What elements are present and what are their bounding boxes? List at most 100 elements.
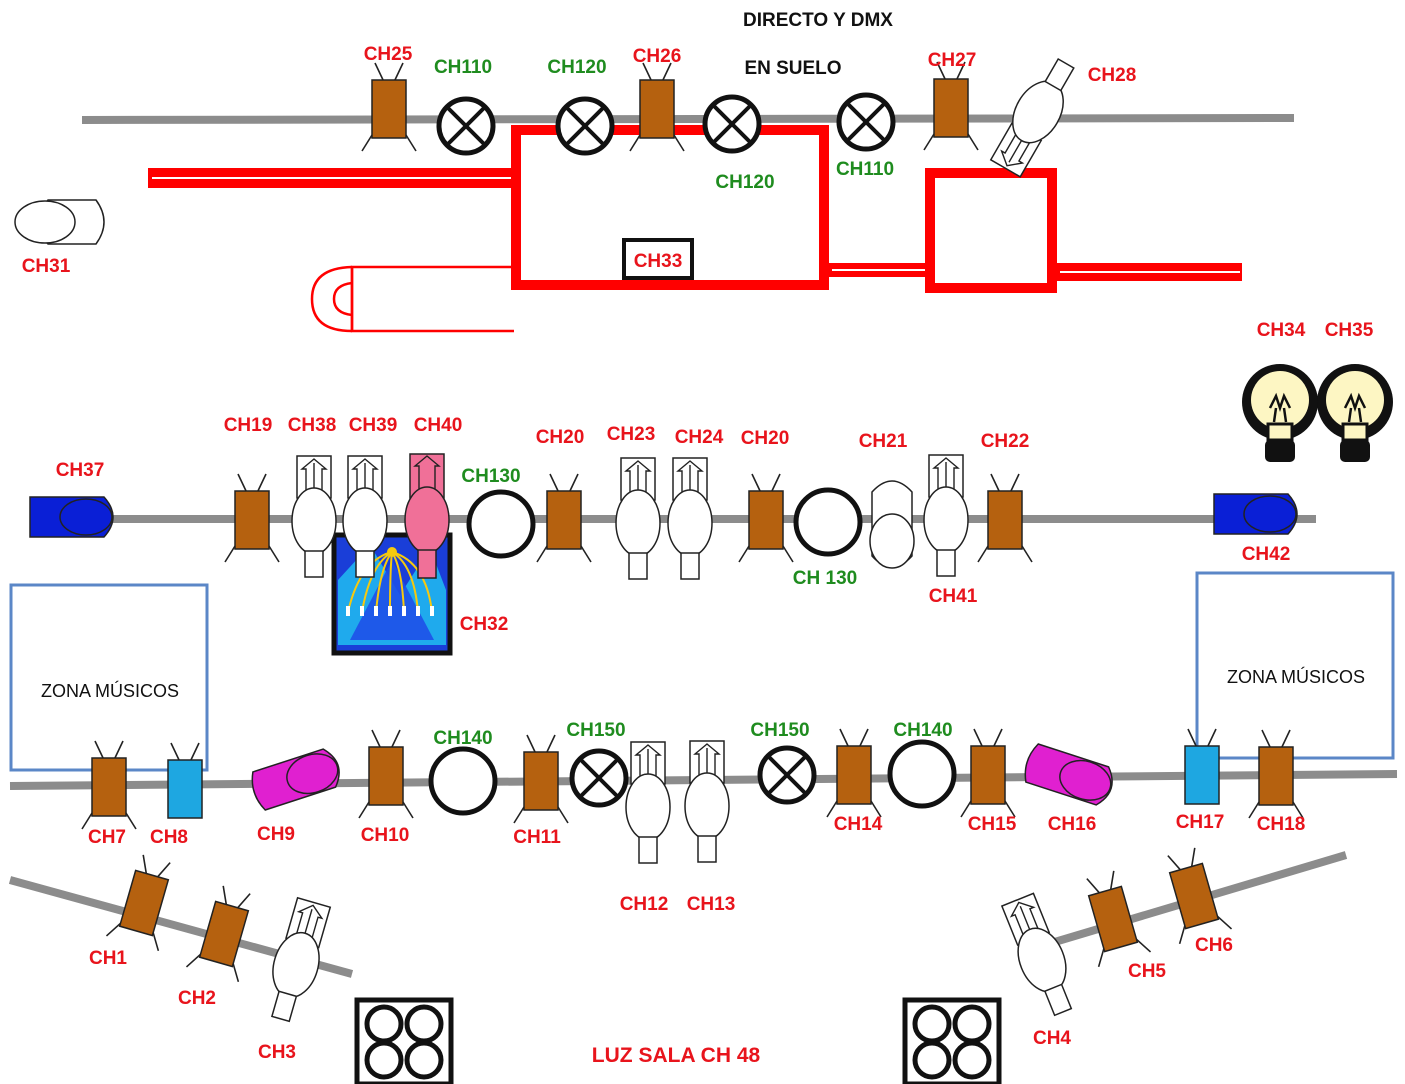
label-ch27: CH27 xyxy=(928,50,977,71)
label-ch6: CH6 xyxy=(1195,935,1233,956)
label-ch16: CH16 xyxy=(1048,814,1097,835)
par-ch25 xyxy=(361,62,417,152)
moving-head-ch40 xyxy=(404,453,450,579)
label-ch1: CH1 xyxy=(89,948,127,969)
label-ch140-left: CH140 xyxy=(433,728,492,749)
label-ch13: CH13 xyxy=(687,894,736,915)
zone-right-label: ZONA MÚSICOS xyxy=(1227,666,1365,687)
label-ch37: CH37 xyxy=(56,460,105,481)
par-ch17 xyxy=(1184,728,1220,805)
profile-ch9 xyxy=(247,745,345,813)
label-ch42: CH42 xyxy=(1242,544,1291,565)
cross-lamp-ch150-right xyxy=(760,748,814,802)
label-ch4: CH4 xyxy=(1033,1028,1071,1049)
label-ch39: CH39 xyxy=(349,415,398,436)
label-ch130-right: CH 130 xyxy=(793,568,857,589)
label-ch40: CH40 xyxy=(414,415,463,436)
label-ch110-top: CH110 xyxy=(434,57,492,78)
par-ch8 xyxy=(167,742,203,819)
label-ch12: CH12 xyxy=(620,894,669,915)
label-ch34: CH34 xyxy=(1257,320,1306,341)
moving-head-ch3 xyxy=(258,895,336,1026)
upstage-pipe xyxy=(81,114,1295,124)
label-ch19: CH19 xyxy=(224,415,273,436)
label-ch5: CH5 xyxy=(1128,961,1166,982)
label-ch3: CH3 xyxy=(258,1042,296,1063)
bulb-ch34 xyxy=(1240,362,1320,464)
floor-spot-ch31 xyxy=(14,199,105,245)
label-ch110-lower: CH110 xyxy=(836,159,894,180)
label-ch9: CH9 xyxy=(257,824,295,845)
bulb-ch35 xyxy=(1315,362,1395,464)
cross-lamp-ch150-left xyxy=(572,751,626,805)
ring-ch130-left xyxy=(466,489,536,559)
house-light-label: LUZ SALA CH 48 xyxy=(592,1044,761,1067)
moving-head-ch13 xyxy=(684,740,730,863)
par-ch27 xyxy=(923,61,979,151)
label-ch22: CH22 xyxy=(981,431,1030,452)
moving-head-ch41 xyxy=(923,454,969,577)
label-ch120-top: CH120 xyxy=(547,57,606,78)
label-ch26: CH26 xyxy=(633,46,682,67)
label-ch14: CH14 xyxy=(834,814,883,835)
fresnel-ch21 xyxy=(869,480,915,569)
profile-ch16 xyxy=(1020,741,1118,809)
cross-lamp-ch110-left xyxy=(439,99,493,153)
led-bar-ch37 xyxy=(29,496,114,538)
ring-ch140-right xyxy=(887,739,957,809)
set-box xyxy=(622,238,694,280)
zone-left xyxy=(9,583,209,772)
header-title: DIRECTO Y DMX xyxy=(743,10,893,31)
moving-head-ch12 xyxy=(625,741,671,864)
label-ch24: CH24 xyxy=(675,427,724,448)
label-ch120-lower: CH120 xyxy=(715,172,774,193)
moving-head-ch24 xyxy=(667,457,713,580)
label-ch32: CH32 xyxy=(460,614,509,635)
label-ch8: CH8 xyxy=(150,827,188,848)
label-ch140-right: CH140 xyxy=(893,720,952,741)
label-ch11: CH11 xyxy=(513,827,561,848)
house-light-right xyxy=(905,1000,999,1084)
moving-head-ch4 xyxy=(996,890,1085,1021)
ring-ch140-left xyxy=(428,746,498,816)
moving-head-ch23 xyxy=(615,457,661,580)
label-ch20-left: CH20 xyxy=(536,427,585,448)
label-ch10: CH10 xyxy=(361,825,410,846)
label-ch21: CH21 xyxy=(859,431,908,452)
label-ch35: CH35 xyxy=(1325,320,1374,341)
label-ch2: CH2 xyxy=(178,988,216,1009)
par-ch10 xyxy=(358,729,414,819)
label-ch23: CH23 xyxy=(607,424,656,445)
label-ch41: CH41 xyxy=(929,586,978,607)
stage-outline xyxy=(148,125,1242,333)
par-ch1 xyxy=(105,850,184,952)
label-ch15: CH15 xyxy=(968,814,1017,835)
label-ch150-right: CH150 xyxy=(750,720,809,741)
label-ch38: CH38 xyxy=(288,415,337,436)
label-ch7: CH7 xyxy=(88,827,126,848)
par-ch14 xyxy=(826,728,882,818)
par-ch26 xyxy=(629,62,685,152)
cross-lamp-ch120-right xyxy=(705,97,759,151)
par-ch15 xyxy=(960,728,1016,818)
label-ch25: CH25 xyxy=(364,44,413,65)
house-light-left xyxy=(357,1000,451,1084)
label-ch17: CH17 xyxy=(1176,812,1225,833)
led-bar-ch42 xyxy=(1213,493,1298,535)
label-ch31: CH31 xyxy=(22,256,71,277)
label-ch18: CH18 xyxy=(1257,814,1306,835)
set-box-label: CH33 xyxy=(634,251,683,272)
label-ch28: CH28 xyxy=(1088,65,1137,86)
cross-lamp-ch110-right xyxy=(839,95,893,149)
label-ch150-left: CH150 xyxy=(566,720,625,741)
zone-right xyxy=(1195,571,1395,760)
cross-lamp-ch120-left xyxy=(558,99,612,153)
zone-left-label: ZONA MÚSICOS xyxy=(41,680,179,701)
floor-note: EN SUELO xyxy=(744,58,841,79)
moving-head-ch38 xyxy=(291,455,337,578)
label-ch20-right: CH20 xyxy=(741,428,790,449)
label-ch130-left: CH130 xyxy=(461,466,520,487)
ring-ch130-right xyxy=(793,487,863,557)
effect-ch32 xyxy=(331,532,453,656)
